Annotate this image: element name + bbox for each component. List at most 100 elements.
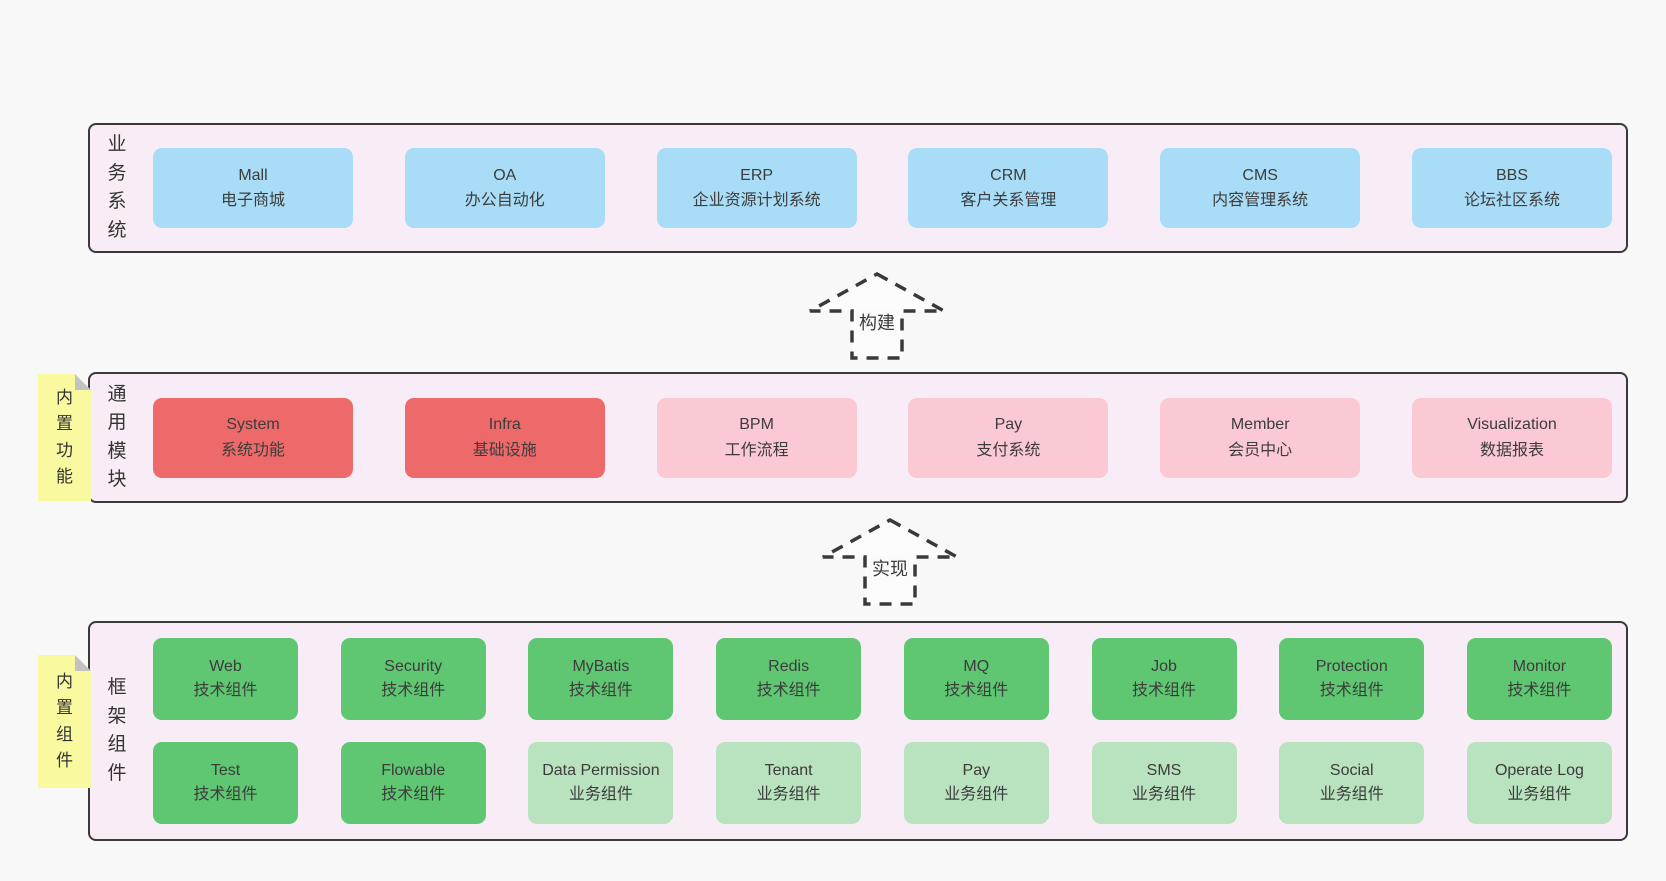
box-title: Pay bbox=[962, 762, 991, 779]
box-title: Redis bbox=[768, 658, 810, 675]
box-bpm: BPM 工作流程 bbox=[656, 397, 857, 478]
layer-common-modules: 通用模块 System 系统功能 Infra 基础设施 BPM 工作流程 Pay… bbox=[88, 372, 1628, 503]
box-title: Mall bbox=[238, 166, 268, 184]
box-title: CMS bbox=[1242, 166, 1278, 184]
box-subtitle: 数据报表 bbox=[1479, 441, 1544, 459]
box-title: System bbox=[226, 416, 280, 434]
box-subtitle: 技术组件 bbox=[193, 682, 258, 699]
box-mall: Mall 电子商城 bbox=[153, 148, 353, 228]
layer-label-business-systems: 业务系统 bbox=[107, 134, 127, 241]
box-subtitle: 论坛社区系统 bbox=[1463, 192, 1560, 209]
box-title: Tenant bbox=[764, 762, 813, 779]
arrow-implement: 实现 bbox=[820, 517, 960, 607]
box-title: Operate Log bbox=[1494, 762, 1584, 779]
framework-components-row-2: Test 技术组件 Flowable 技术组件 Data Permission … bbox=[153, 742, 1612, 824]
box-subtitle: 业务组件 bbox=[568, 786, 633, 803]
box-bbs: BBS 论坛社区系统 bbox=[1411, 148, 1612, 228]
box-title: Data Permission bbox=[542, 762, 660, 779]
box-title: BBS bbox=[1495, 166, 1528, 184]
box-title: Visualization bbox=[1467, 416, 1557, 434]
box-title: Test bbox=[210, 762, 241, 779]
box-title: Job bbox=[1151, 658, 1177, 675]
box-flowable: Flowable 技术组件 bbox=[340, 742, 486, 824]
box-subtitle: 会员中心 bbox=[1228, 441, 1293, 459]
arrow-implement-label: 实现 bbox=[869, 555, 911, 581]
box-erp: ERP 企业资源计划系统 bbox=[656, 148, 857, 228]
box-title: ERP bbox=[740, 166, 774, 184]
box-monitor: Monitor 技术组件 bbox=[1466, 638, 1612, 720]
box-oa: OA 办公自动化 bbox=[404, 148, 605, 228]
layer-label-framework-components: 框架组件 bbox=[107, 677, 127, 784]
box-security: Security 技术组件 bbox=[340, 638, 486, 720]
sticky-note-builtin-features: 内置功能 bbox=[38, 374, 91, 501]
box-subtitle: 支付系统 bbox=[976, 441, 1041, 459]
business-systems-row: Mall 电子商城 OA 办公自动化 ERP 企业资源计划系统 CRM 客户关系… bbox=[129, 148, 1626, 228]
box-title: Security bbox=[384, 658, 443, 675]
box-subtitle: 业务组件 bbox=[944, 786, 1009, 803]
box-subtitle: 企业资源计划系统 bbox=[692, 192, 821, 209]
box-title: BPM bbox=[739, 416, 774, 434]
box-subtitle: 业务组件 bbox=[756, 786, 821, 803]
box-social: Social 业务组件 bbox=[1279, 742, 1425, 824]
box-protection: Protection 技术组件 bbox=[1279, 638, 1425, 720]
box-visualization: Visualization 数据报表 bbox=[1411, 397, 1612, 478]
box-subtitle: 技术组件 bbox=[381, 682, 446, 699]
layer-business-systems: 业务系统 Mall 电子商城 OA 办公自动化 ERP 企业资源计划系统 CRM… bbox=[88, 123, 1628, 253]
box-subtitle: 技术组件 bbox=[1507, 682, 1572, 699]
box-tenant: Tenant 业务组件 bbox=[716, 742, 862, 824]
box-subtitle: 业务组件 bbox=[1507, 786, 1572, 803]
box-title: MyBatis bbox=[572, 658, 630, 675]
box-title: Flowable bbox=[381, 762, 446, 779]
box-subtitle: 技术组件 bbox=[944, 682, 1009, 699]
box-subtitle: 系统功能 bbox=[220, 441, 285, 459]
box-redis: Redis 技术组件 bbox=[716, 638, 862, 720]
box-title: CRM bbox=[990, 166, 1027, 184]
box-pay-biz: Pay 业务组件 bbox=[903, 742, 1049, 824]
box-subtitle: 业务组件 bbox=[1132, 786, 1197, 803]
framework-components-grid: Web 技术组件 Security 技术组件 MyBatis 技术组件 Redi… bbox=[129, 638, 1626, 824]
box-operate-log: Operate Log 业务组件 bbox=[1466, 742, 1612, 824]
box-title: Monitor bbox=[1512, 658, 1567, 675]
box-subtitle: 电子商城 bbox=[220, 192, 285, 209]
box-title: OA bbox=[493, 166, 517, 184]
box-subtitle: 业务组件 bbox=[1319, 786, 1384, 803]
box-crm: CRM 客户关系管理 bbox=[908, 148, 1109, 228]
box-title: Member bbox=[1230, 416, 1290, 434]
sticky-note-builtin-components: 内置组件 bbox=[38, 655, 91, 788]
box-subtitle: 技术组件 bbox=[193, 786, 258, 803]
arrow-build: 构建 bbox=[807, 271, 947, 361]
box-mybatis: MyBatis 技术组件 bbox=[528, 638, 674, 720]
box-subtitle: 技术组件 bbox=[1132, 682, 1197, 699]
box-member: Member 会员中心 bbox=[1160, 397, 1361, 478]
box-subtitle: 客户关系管理 bbox=[960, 192, 1057, 209]
box-title: Protection bbox=[1315, 658, 1388, 675]
box-test: Test 技术组件 bbox=[153, 742, 298, 824]
box-title: SMS bbox=[1146, 762, 1182, 779]
box-job: Job 技术组件 bbox=[1091, 638, 1237, 720]
box-title: Pay bbox=[994, 416, 1023, 434]
common-modules-row: System 系统功能 Infra 基础设施 BPM 工作流程 Pay 支付系统… bbox=[129, 397, 1626, 478]
box-data-permission: Data Permission 业务组件 bbox=[528, 742, 674, 824]
box-subtitle: 办公自动化 bbox=[464, 192, 545, 209]
framework-components-row-1: Web 技术组件 Security 技术组件 MyBatis 技术组件 Redi… bbox=[153, 638, 1612, 720]
box-system: System 系统功能 bbox=[153, 397, 353, 478]
layer-framework-components: 框架组件 Web 技术组件 Security 技术组件 MyBatis 技术组件… bbox=[88, 621, 1628, 841]
box-title: Infra bbox=[488, 416, 521, 434]
box-subtitle: 技术组件 bbox=[756, 682, 821, 699]
box-title: Social bbox=[1329, 762, 1374, 779]
box-title: Web bbox=[209, 658, 242, 675]
arrow-build-label: 构建 bbox=[856, 309, 898, 335]
box-mq: MQ 技术组件 bbox=[903, 638, 1049, 720]
box-subtitle: 基础设施 bbox=[472, 441, 537, 459]
sticky-note-label: 内置功能 bbox=[56, 387, 73, 486]
box-web: Web 技术组件 bbox=[153, 638, 298, 720]
box-subtitle: 工作流程 bbox=[724, 441, 789, 459]
box-subtitle: 技术组件 bbox=[381, 786, 446, 803]
box-cms: CMS 内容管理系统 bbox=[1160, 148, 1361, 228]
box-subtitle: 内容管理系统 bbox=[1212, 192, 1309, 209]
box-infra: Infra 基础设施 bbox=[404, 397, 605, 478]
sticky-note-label: 内置组件 bbox=[56, 671, 73, 770]
box-pay: Pay 支付系统 bbox=[908, 397, 1109, 478]
box-title: MQ bbox=[963, 658, 990, 675]
layer-label-common-modules: 通用模块 bbox=[107, 383, 127, 491]
